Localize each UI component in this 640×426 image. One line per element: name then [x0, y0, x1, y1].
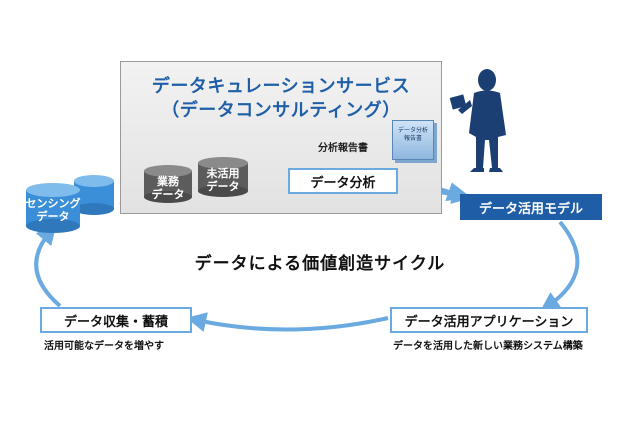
sensing-data-label: センシングデータ — [25, 197, 81, 223]
collection-caption: 活用可能なデータを増やす — [44, 341, 164, 352]
report-label: 分析報告書 — [318, 143, 368, 154]
data-analysis-box: データ分析 — [288, 168, 398, 194]
arrow-to-application — [539, 220, 580, 312]
arrow-to-sensing — [34, 224, 62, 308]
data-model-box: データ活用モデル — [460, 194, 602, 220]
data-collection-box: データ収集・蓄積 — [40, 307, 192, 333]
service-title: データキュレーションサービス — [151, 76, 411, 97]
business-data-label: 業務データ — [151, 175, 185, 201]
data-application-box: データ活用アプリケーション — [390, 307, 588, 333]
cycle-center-label: データによる価値創造サイクル — [194, 254, 446, 274]
application-caption: データを活用した新しい業務システム構築 — [393, 341, 583, 352]
report-document-icon: データ分析 報告書 — [392, 120, 434, 160]
arrow-to-collection — [186, 312, 389, 332]
service-subtitle: （データコンサルティング） — [161, 100, 401, 121]
unused-data-label: 未活用データ — [206, 167, 240, 193]
